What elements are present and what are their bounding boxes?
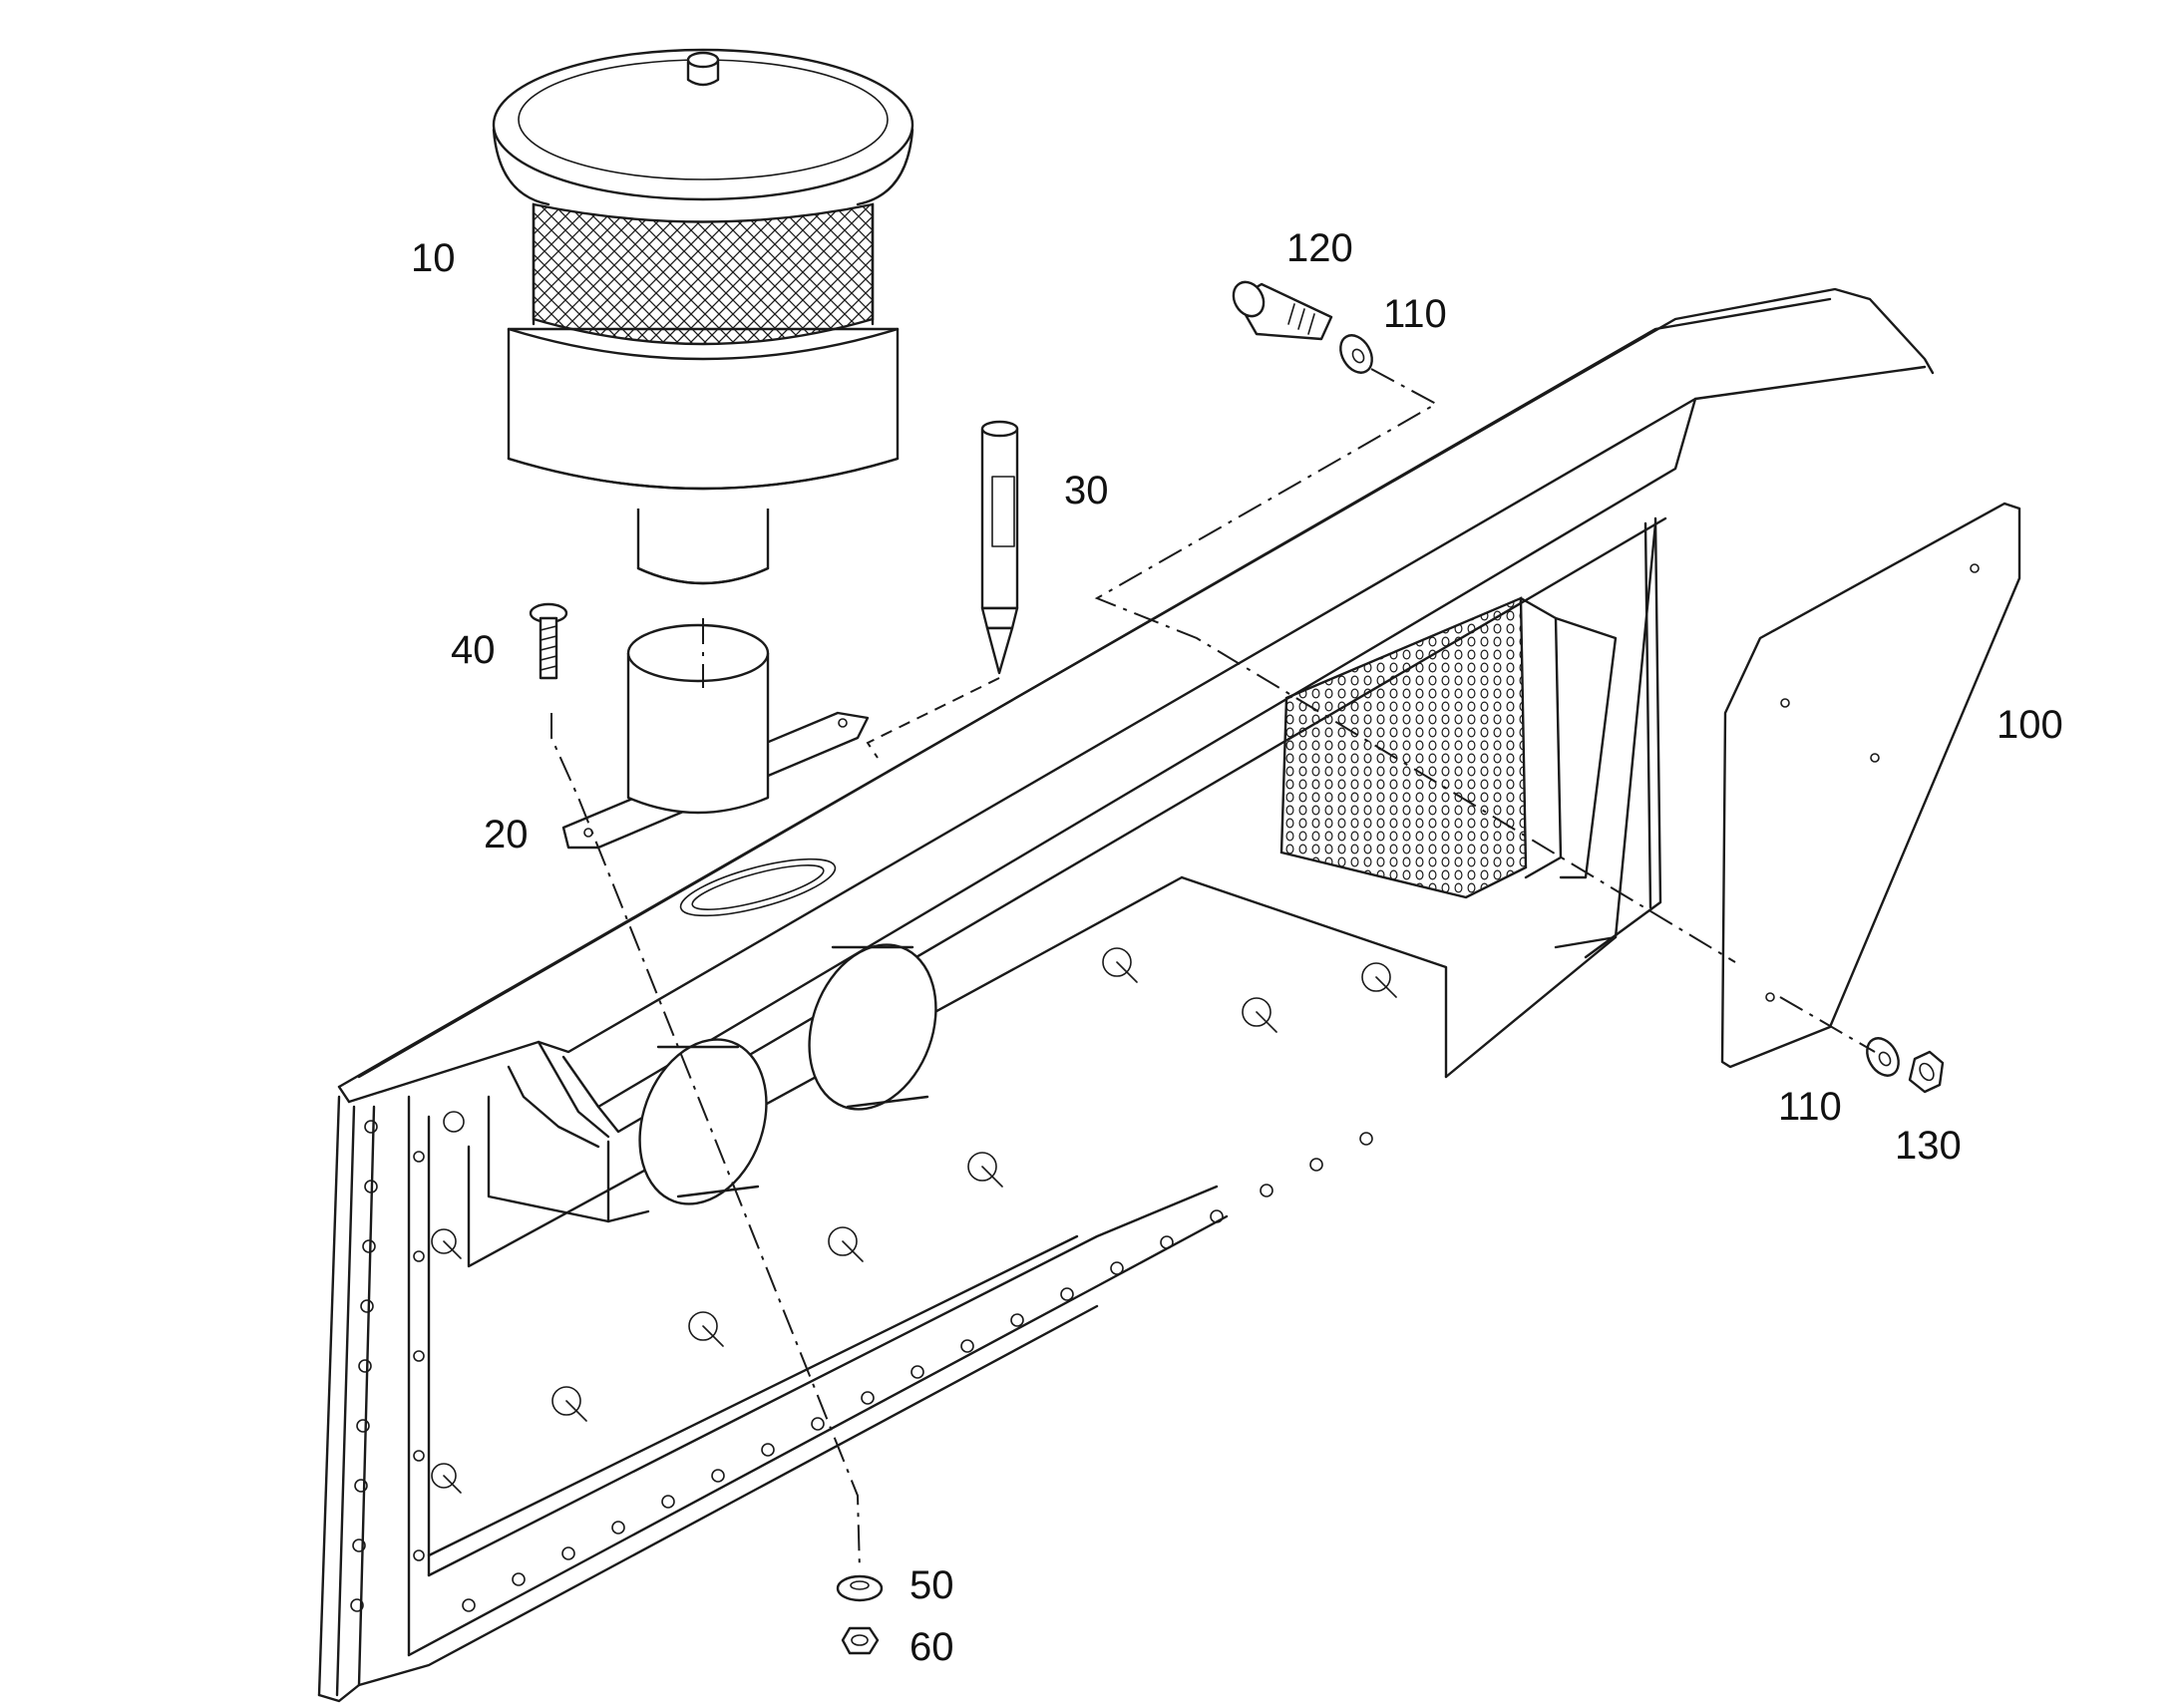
perforated-screen: [1279, 596, 1618, 899]
cover-plate-part-100: [1720, 502, 2021, 1069]
adapter-flange-part-20: [561, 623, 870, 850]
air-filter-part-10: [492, 48, 914, 585]
assembly-leader-lines: [550, 368, 1876, 1571]
callout-20: 20: [484, 813, 529, 856]
intake-pipe-left: [638, 1038, 768, 1205]
washer-part-110-top: [1339, 334, 1373, 374]
callout-labels: 10 20 30 40 50 60 100 110 110 120 130: [411, 226, 2063, 1669]
callout-30: 30: [1064, 469, 1109, 512]
sealant-tube-part-30: [980, 420, 1019, 675]
callout-110-bottom: 110: [1778, 1085, 1842, 1129]
callout-10: 10: [411, 236, 456, 280]
housing-frame: [317, 287, 1935, 1703]
callout-60: 60: [909, 1625, 954, 1669]
callout-100: 100: [1997, 703, 2063, 747]
callout-120: 120: [1286, 226, 1353, 270]
bolt-part-120: [1232, 280, 1333, 341]
callout-40: 40: [451, 628, 496, 672]
intake-pipe-right: [808, 943, 937, 1111]
washer-part-50: [836, 1574, 884, 1602]
callout-130: 130: [1895, 1124, 1962, 1168]
washer-part-110-bottom: [1866, 1037, 1900, 1077]
nut-part-60: [841, 1626, 880, 1655]
callout-110-top: 110: [1383, 292, 1447, 336]
callout-50: 50: [909, 1563, 954, 1607]
screw-part-40: [529, 602, 568, 680]
nut-part-130: [1908, 1050, 1945, 1094]
